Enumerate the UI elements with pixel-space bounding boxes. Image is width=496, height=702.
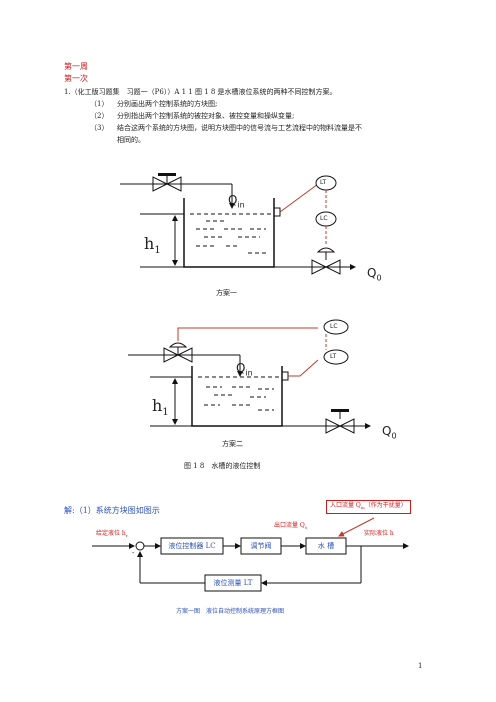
- question-item-1-text: 分别画出两个控制系统的方块图;: [117, 100, 218, 108]
- lesson-label: 第一次: [64, 74, 88, 83]
- scheme2-inlet-valve-icon: [163, 342, 193, 363]
- scheme1-outlet-valve-icon: [311, 247, 341, 275]
- disturbance-label: 入口流量 Qin（作为干扰量）: [326, 500, 411, 515]
- question-item-3-num: （3）: [90, 124, 109, 132]
- block-tank-label: 水 槽: [317, 542, 335, 550]
- question-item-3-cont: 相同的。: [117, 136, 145, 144]
- scheme2-lt-label: LT: [330, 353, 337, 360]
- question-item-2-text: 分别指出两个控制系统的被控对象、被控变量和操纵变量;: [117, 112, 295, 120]
- scheme1-qin-label: Qin: [228, 193, 245, 210]
- minus-sign: -: [132, 549, 135, 557]
- setpoint-label: 给定液位 hr: [96, 530, 128, 539]
- block-controller-label: 液位控制器 LC: [168, 542, 216, 550]
- block-measure-label: 液位测量 LT: [213, 579, 253, 587]
- scheme1-lt-label: LT: [320, 179, 327, 186]
- scheme1-h-label: h1: [144, 234, 161, 257]
- scheme2-caption: 方案二: [222, 440, 243, 448]
- scheme2-outlet-valve-icon: [325, 409, 355, 434]
- scheme2-diagram: [128, 319, 371, 434]
- answer-intro: 解:（1）系统方块图如图示: [64, 506, 160, 515]
- question-title: 1.（化工版习题集 习题一（P6））A 1 1 图 1 8 是水槽液位系统的两种…: [64, 88, 337, 96]
- page-number: 1: [418, 662, 423, 670]
- scheme1-diagram: [120, 173, 356, 275]
- scheme2-lc-label: LC: [330, 323, 338, 330]
- scheme2-h-label: h1: [152, 396, 169, 419]
- scheme2-tank: [191, 366, 283, 427]
- scheme1-inlet-valve-icon: [152, 173, 182, 192]
- question-item-1-num: （1）: [90, 100, 109, 108]
- block-diagram-caption: 方案一图 液位自动控制系统原理方框图: [176, 608, 285, 615]
- block-diagram: [92, 517, 409, 592]
- scheme1-lc-label: LC: [320, 215, 328, 222]
- scheme1-tank: [183, 198, 275, 268]
- question-item-3-text: 结合这两个系统的方块图，说明方块图中的信号流与工艺流程中的物料流量是不: [117, 124, 362, 132]
- scheme1-q0-label: Q0: [367, 266, 382, 283]
- figure-caption: 图 1 8 水槽的液位控制: [184, 462, 261, 470]
- block-valve-label: 调节阀: [250, 542, 272, 550]
- scheme1-caption: 方案一: [216, 289, 237, 297]
- actual-level-label: 实际液位 h: [364, 530, 394, 537]
- question-item-2-num: （2）: [90, 112, 109, 120]
- scheme2-qin-label: Qin: [236, 361, 253, 378]
- scheme2-q0-label: Q0: [382, 424, 397, 441]
- outlet-flow-label: 出口流量 Q0: [274, 522, 308, 531]
- week-label: 第一周: [64, 62, 88, 71]
